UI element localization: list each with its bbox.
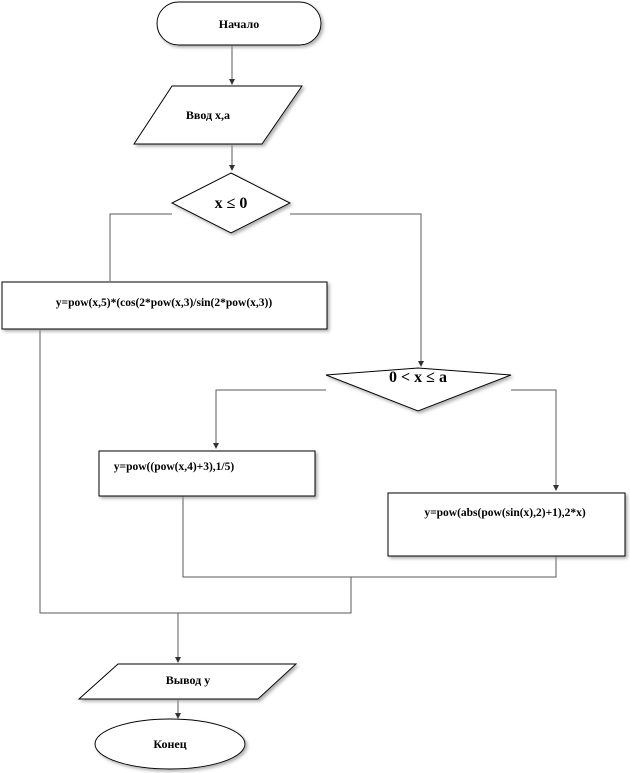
arrowhead — [229, 165, 235, 171]
connector-process2-merge — [182, 496, 557, 578]
decision-0-lt-x-le-a: 0 < x ≤ a — [325, 367, 512, 412]
arrowhead — [175, 713, 181, 719]
connector-cond1-no — [290, 213, 422, 362]
output-block: Вывод y — [77, 663, 298, 700]
arrowhead — [418, 361, 424, 367]
decision-2-label: 0 < x ≤ a — [389, 369, 447, 386]
connector-cond1-yes — [109, 213, 172, 281]
connectors — [39, 45, 559, 719]
arrowhead — [213, 443, 219, 449]
connector-cond2-yes — [215, 389, 326, 444]
process-1-label: y=pow(x,5)*(cos(2*pow(x,3)/sin(2*pow(x,3… — [56, 297, 273, 309]
output-label: Вывод y — [166, 673, 211, 687]
process-block-3: y=pow(abs(pow(sin(x),2)+1),2*x) — [387, 492, 626, 557]
input-block: Ввод x,a — [133, 85, 303, 145]
end-terminator: Конец — [94, 718, 246, 770]
process-2-label: y=pow((pow(x,4)+3),1/5) — [114, 461, 235, 473]
connector-process1-merge — [39, 330, 352, 614]
arrowhead — [229, 79, 235, 85]
end-label: Конец — [153, 737, 186, 751]
process-block-2: y=pow((pow(x,4)+3),1/5) — [98, 450, 316, 497]
connector-cond2-no — [511, 389, 557, 486]
arrowhead — [553, 485, 559, 491]
arrowhead — [175, 657, 181, 663]
input-label: Ввод x,a — [186, 108, 230, 122]
decision-1-label: x ≤ 0 — [215, 195, 248, 212]
decision-x-le-0: x ≤ 0 — [170, 172, 292, 234]
process-3-label: y=pow(abs(pow(sin(x),2)+1),2*x) — [424, 507, 586, 519]
start-terminator: Начало — [156, 1, 322, 46]
process-block-1: y=pow(x,5)*(cos(2*pow(x,3)/sin(2*pow(x,3… — [1, 281, 328, 330]
start-label: Начало — [219, 17, 259, 31]
